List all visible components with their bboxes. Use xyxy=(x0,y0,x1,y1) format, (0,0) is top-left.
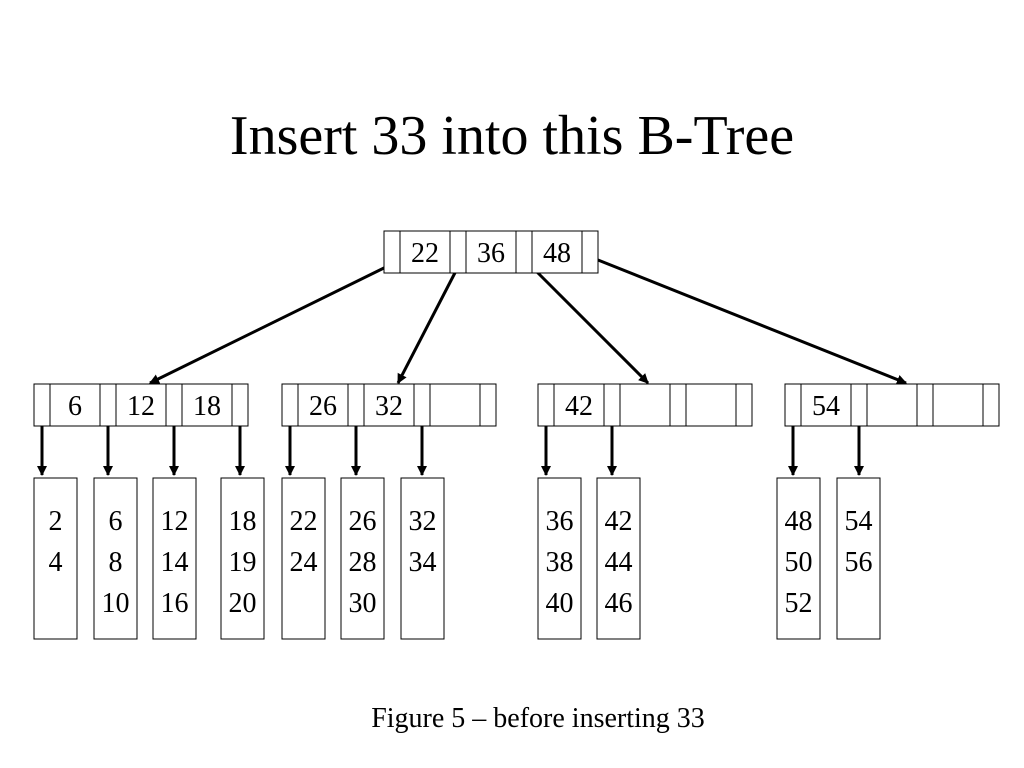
leaf-value: 19 xyxy=(229,547,257,578)
leaf-box xyxy=(93,477,138,640)
internal-node-4: 54 xyxy=(784,383,1000,427)
leaf-value: 30 xyxy=(349,588,377,619)
leaf-value: 24 xyxy=(290,547,318,578)
leaf-value: 6 xyxy=(109,506,123,537)
root-pointer-arrow xyxy=(528,263,650,385)
internal-node-1: 6 12 18 xyxy=(33,383,249,427)
leaf-value: 10 xyxy=(102,588,130,619)
node-box xyxy=(784,383,1000,427)
leaf-value: 42 xyxy=(605,506,633,537)
leaf-box xyxy=(340,477,385,640)
node-key: 12 xyxy=(127,391,155,422)
leaf-value: 36 xyxy=(546,506,574,537)
node-key: 26 xyxy=(309,391,337,422)
leaf-node: 24 xyxy=(33,477,78,640)
leaf-value: 12 xyxy=(161,506,189,537)
node-key: 22 xyxy=(411,238,439,269)
leaf-value: 54 xyxy=(845,506,873,537)
leaf-value: 20 xyxy=(229,588,257,619)
leaf-box xyxy=(596,477,641,640)
root-pointer-arrow xyxy=(597,258,907,385)
node-key: 48 xyxy=(543,238,571,269)
leaf-value: 22 xyxy=(290,506,318,537)
node-key: 42 xyxy=(565,391,593,422)
leaf-box xyxy=(836,477,881,640)
slide-title: Insert 33 into this B-Tree xyxy=(229,105,795,167)
leaf-node: 12 14 16 xyxy=(152,477,197,640)
node-key: 36 xyxy=(477,238,505,269)
leaf-node: 18 19 20 xyxy=(220,477,265,640)
root-pointer-arrow xyxy=(396,264,461,384)
figure-caption: Figure 5 – before inserting 33 xyxy=(371,703,705,734)
leaf-value: 8 xyxy=(109,547,123,578)
leaf-value: 38 xyxy=(546,547,574,578)
tree-edges xyxy=(37,258,907,476)
leaf-value: 32 xyxy=(409,506,437,537)
leaf-node: 48 50 52 xyxy=(776,477,821,640)
node-key: 54 xyxy=(812,391,840,422)
leaf-box xyxy=(537,477,582,640)
leaf-value: 44 xyxy=(605,547,633,578)
node-box xyxy=(281,383,497,427)
node-box xyxy=(33,383,249,427)
leaf-value: 26 xyxy=(349,506,377,537)
leaf-value: 50 xyxy=(785,547,813,578)
leaf-value: 40 xyxy=(546,588,574,619)
node-key: 32 xyxy=(375,391,403,422)
leaf-value: 56 xyxy=(845,547,873,578)
leaf-value: 52 xyxy=(785,588,813,619)
leaf-box xyxy=(281,477,326,640)
leaf-value: 4 xyxy=(49,547,63,578)
root-pointer-arrow xyxy=(149,263,391,385)
internal-node-3: 42 xyxy=(537,383,753,427)
node-box xyxy=(537,383,753,427)
leaf-value: 16 xyxy=(161,588,189,619)
node-key: 6 xyxy=(68,391,82,422)
leaf-value: 2 xyxy=(49,506,63,537)
leaf-value: 46 xyxy=(605,588,633,619)
leaf-box xyxy=(776,477,821,640)
leaf-node: 42 44 46 xyxy=(596,477,641,640)
leaf-node: 36 38 40 xyxy=(537,477,582,640)
leaf-node: 26 28 30 xyxy=(340,477,385,640)
root-node: 22 36 48 xyxy=(383,230,599,274)
node-key: 18 xyxy=(193,391,221,422)
leaf-value: 18 xyxy=(229,506,257,537)
leaf-box xyxy=(152,477,197,640)
leaf-box xyxy=(220,477,265,640)
leaf-box xyxy=(33,477,78,640)
leaf-node: 6 8 10 xyxy=(93,477,138,640)
leaf-value: 34 xyxy=(409,547,437,578)
leaf-box xyxy=(400,477,445,640)
node-box xyxy=(383,230,599,274)
leaf-value: 28 xyxy=(349,547,377,578)
leaf-value: 48 xyxy=(785,506,813,537)
leaf-value: 14 xyxy=(161,547,189,578)
internal-node-2: 26 32 xyxy=(281,383,497,427)
